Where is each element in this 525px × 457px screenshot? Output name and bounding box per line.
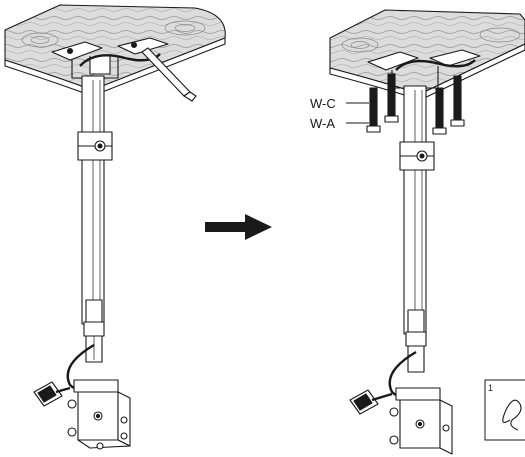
mount-plate-left-a (51, 41, 103, 61)
label-w-c: W-C (310, 96, 336, 111)
washer-icon (384, 73, 399, 123)
bolt-icon (366, 87, 381, 133)
cable-right-top (395, 59, 476, 71)
bolt-set (366, 73, 465, 135)
ceiling-block-right (329, 9, 525, 101)
connector-plug-left-icon (33, 381, 71, 407)
arrow-right-icon (205, 214, 272, 240)
label-w-a: W-A (310, 116, 335, 131)
ceiling-block-left (4, 4, 226, 97)
connector-plug-right-icon (349, 389, 393, 415)
swivel-head-right (389, 387, 453, 455)
inset-scribble-icon (502, 399, 522, 431)
inset-number: 1 (488, 383, 493, 393)
inset-detail: 1 (484, 379, 525, 441)
left-assembly (4, 4, 226, 450)
bolt-icon (450, 75, 465, 127)
right-assembly (329, 9, 525, 455)
swivel-head-left (67, 379, 131, 450)
bolt-icon (432, 87, 447, 135)
mount-plate-left-b (117, 37, 169, 55)
